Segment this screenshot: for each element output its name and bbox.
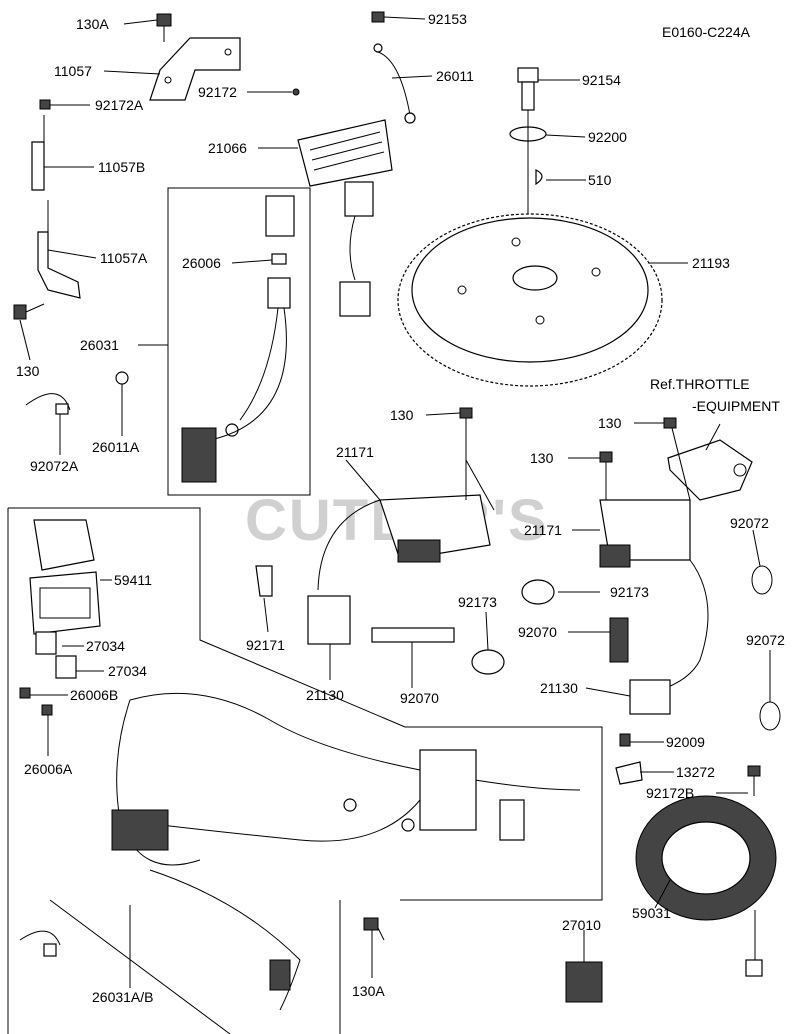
label-27010: 27010 <box>562 917 601 933</box>
label-21171-left: 21171 <box>336 444 374 460</box>
bolt-92172B <box>747 765 761 796</box>
relay-27034 <box>35 631 77 679</box>
bracket-11057 <box>149 37 241 101</box>
plate-13272 <box>615 761 643 785</box>
label-59031: 59031 <box>632 905 671 921</box>
label-92072-a: 92072 <box>730 515 769 531</box>
screw-92009 <box>619 733 631 747</box>
clamp-92171 <box>255 565 273 597</box>
bolts-130-coil <box>459 407 677 463</box>
throttle-bracket <box>667 439 753 501</box>
harness-box-outline <box>8 507 603 901</box>
diagram-code: E0160-C224A <box>662 24 751 40</box>
main-harness-26031AB <box>111 692 581 1011</box>
label-21130-right: 21130 <box>540 680 578 696</box>
spark-plug-92070 <box>371 617 629 663</box>
fuse-holder-26006 <box>181 195 295 483</box>
label-13272: 13272 <box>676 764 715 780</box>
label-21193: 21193 <box>692 255 730 271</box>
ignition-coil-21171-left <box>307 494 491 645</box>
bolt-130A-top <box>156 13 172 42</box>
label-92153: 92153 <box>428 11 467 27</box>
bolt-130-left <box>13 303 45 320</box>
ignition-coil-21171-right <box>599 499 709 715</box>
bolt-92153 <box>371 11 385 53</box>
bracket-11057A <box>37 200 81 299</box>
label-21066: 21066 <box>208 140 247 156</box>
label-26006B: 26006B <box>70 687 118 703</box>
clamp-92072A <box>25 393 71 415</box>
label-27034-a: 27034 <box>86 638 125 654</box>
key-510 <box>535 169 543 186</box>
cap-92173 <box>471 579 555 675</box>
lead-26011 <box>377 51 416 124</box>
label-27034-b: 27034 <box>108 663 147 679</box>
label-26031AB: 26031A/B <box>92 989 154 1005</box>
label-92070-a: 92070 <box>518 624 557 640</box>
label-26011A: 26011A <box>92 439 140 455</box>
label-92009: 92009 <box>666 734 705 750</box>
label-11057B: 11057B <box>98 159 145 175</box>
label-92173-a: 92173 <box>610 584 649 600</box>
terminal-26011A <box>115 371 129 396</box>
label-21171-right: 21171 <box>524 522 562 538</box>
bolt-92172A <box>39 99 51 110</box>
label-92154: 92154 <box>582 72 621 88</box>
bolt-92154 <box>517 67 539 111</box>
harness-kit-box <box>167 187 311 496</box>
label-92172B: 92172B <box>646 785 694 801</box>
label-26006A: 26006A <box>24 761 73 777</box>
label-92171: 92171 <box>246 637 285 653</box>
reference-note-line2: -EQUIPMENT <box>692 398 780 414</box>
label-11057: 11057 <box>54 63 92 79</box>
label-92072A: 92072A <box>30 458 79 474</box>
bolt-130A-bottom <box>363 917 385 941</box>
label-92172: 92172 <box>198 84 237 100</box>
regulator-21066 <box>292 88 393 317</box>
label-130-r1: 130 <box>598 415 622 431</box>
label-92070-b: 92070 <box>400 690 439 706</box>
leader-lines <box>19 16 771 988</box>
label-130A-bottom: 130A <box>352 983 385 999</box>
label-92172A: 92172A <box>95 97 144 113</box>
label-130: 130 <box>16 363 40 379</box>
label-130A: 130A <box>76 16 109 32</box>
label-130-r2: 130 <box>530 450 554 466</box>
flywheel-21193 <box>397 213 663 387</box>
fuse-box-59411 <box>29 519 101 635</box>
clamp-92072 <box>751 565 781 731</box>
label-21130-left: 21130 <box>306 687 344 703</box>
clamp-harness <box>19 930 61 957</box>
stator-59031 <box>635 795 777 977</box>
label-130-mid: 130 <box>390 407 414 423</box>
switch-27010 <box>565 961 603 1003</box>
fuse-26006 <box>19 687 53 716</box>
label-92200: 92200 <box>588 129 627 145</box>
label-26031: 26031 <box>80 337 119 353</box>
label-26006: 26006 <box>182 255 221 271</box>
bracket-11057B <box>31 115 45 191</box>
label-92173-b: 92173 <box>458 594 497 610</box>
label-510: 510 <box>588 172 612 188</box>
label-11057A: 11057A <box>100 250 148 266</box>
label-92072-b: 92072 <box>746 632 785 648</box>
label-26011: 26011 <box>436 68 474 84</box>
label-59411: 59411 <box>114 572 152 588</box>
reference-note-line1: Ref.THROTTLE <box>650 376 750 392</box>
